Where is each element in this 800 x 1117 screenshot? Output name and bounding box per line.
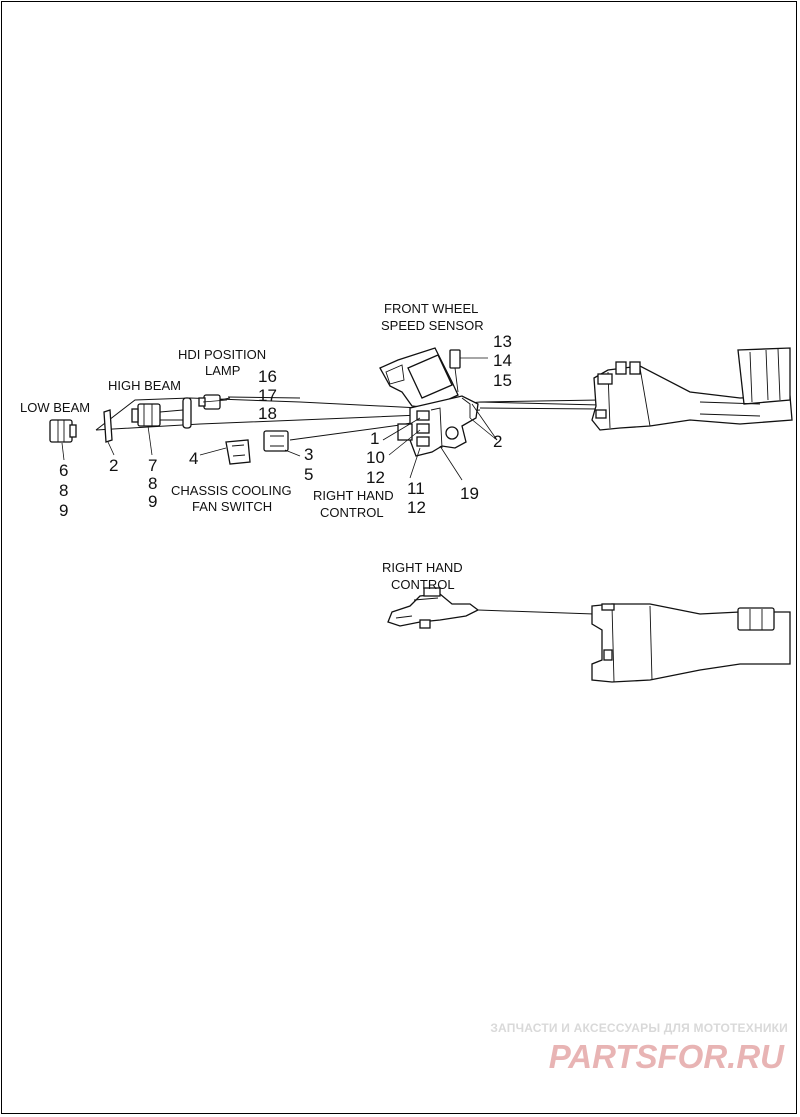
- callout-9-high-beam: 9: [148, 492, 157, 511]
- fan-switch-connector-3: [263, 430, 289, 452]
- front-wheel-speed-sensor: [379, 347, 461, 409]
- watermark-caption: ЗАПЧАСТИ И АКСЕССУАРЫ ДЛЯ МОТОТЕХНИКИ: [490, 1021, 788, 1035]
- callout-1: 1: [370, 429, 379, 448]
- callout-4: 4: [189, 449, 198, 468]
- right-hand-control-lower: [387, 587, 595, 629]
- high-beam-connector: [103, 397, 192, 443]
- leader-lines-upper: [61, 357, 498, 481]
- label-right-hand-control: RIGHT HAND: [313, 488, 394, 503]
- callout-15: 15: [493, 371, 512, 390]
- callout-7: 7: [148, 456, 157, 475]
- watermark-logo: PARTSFOR.RU: [549, 1038, 785, 1074]
- label-control: CONTROL: [320, 505, 384, 520]
- label-hdi-position: HDI POSITION: [178, 347, 266, 362]
- callout-5: 5: [304, 465, 313, 484]
- low-beam-connector: [49, 419, 77, 443]
- handlebar-housing-upper: [591, 347, 793, 431]
- callout-17: 17: [258, 386, 277, 405]
- watermark-logo-text: PARTSFOR.RU: [549, 1038, 785, 1074]
- label-front-wheel: FRONT WHEEL: [384, 301, 478, 316]
- main-harness-wires: [95, 396, 601, 441]
- handlebar-housing-lower: [591, 603, 791, 683]
- callout-6: 6: [59, 461, 68, 480]
- label-speed-sensor: SPEED SENSOR: [381, 318, 484, 333]
- component-labels: LOW BEAM HIGH BEAM HDI POSITION LAMP CHA…: [20, 301, 484, 592]
- callout-16: 16: [258, 367, 277, 386]
- fan-switch-connector-4: [225, 439, 251, 465]
- label-fan-switch: FAN SWITCH: [192, 499, 272, 514]
- label-high-beam: HIGH BEAM: [108, 378, 181, 393]
- right-hand-control-module: [397, 395, 479, 457]
- callout-2-rhc: 2: [493, 432, 502, 451]
- callout-19: 19: [460, 484, 479, 503]
- callout-9: 9: [59, 501, 68, 520]
- callout-3: 3: [304, 445, 313, 464]
- label-right-hand-control-lower: RIGHT HAND: [382, 560, 463, 575]
- callout-14: 14: [493, 351, 512, 370]
- callout-2-high-beam: 2: [109, 456, 118, 475]
- callout-18: 18: [258, 404, 277, 423]
- label-hdi-lamp: LAMP: [205, 363, 240, 378]
- label-control-lower: CONTROL: [391, 577, 455, 592]
- callout-numbers: 6 8 9 2 7 8 9 16 17 18 4 3 5 1 10 12 11 …: [59, 332, 512, 520]
- callout-12: 12: [366, 468, 385, 487]
- callout-13: 13: [493, 332, 512, 351]
- label-low-beam: LOW BEAM: [20, 400, 90, 415]
- callout-11: 11: [407, 479, 425, 498]
- callout-8-high-beam: 8: [148, 474, 157, 493]
- callout-12b: 12: [407, 498, 426, 517]
- label-chassis-cooling: CHASSIS COOLING: [171, 483, 292, 498]
- callout-8: 8: [59, 481, 68, 500]
- callout-10: 10: [366, 448, 385, 467]
